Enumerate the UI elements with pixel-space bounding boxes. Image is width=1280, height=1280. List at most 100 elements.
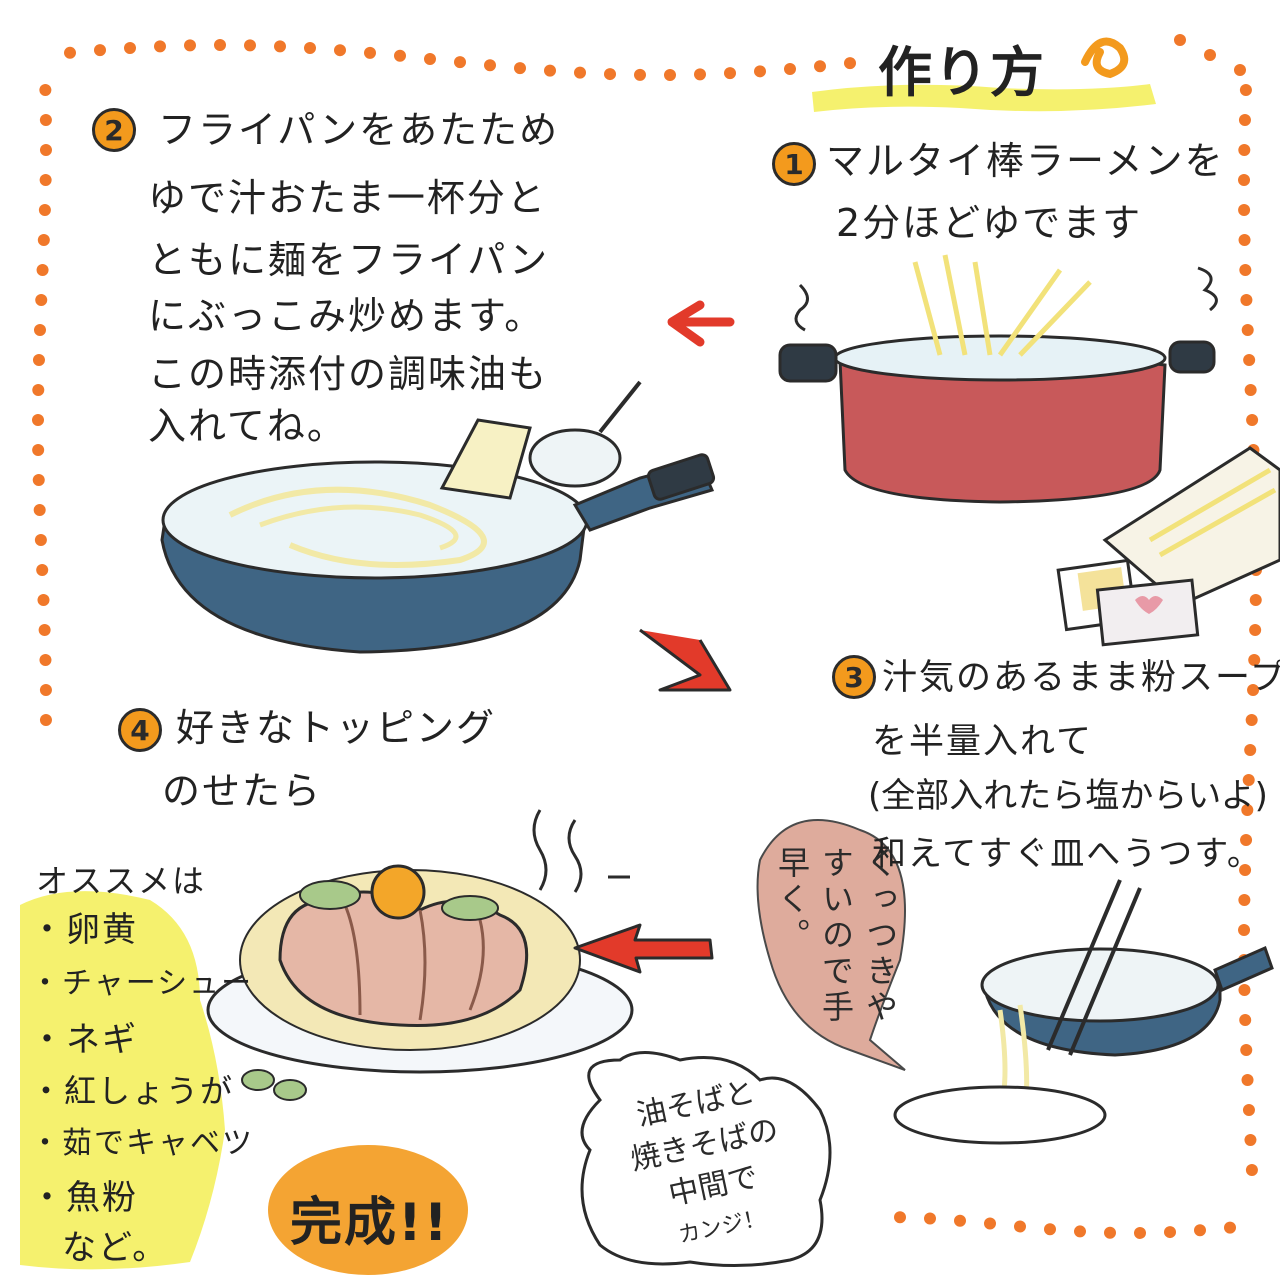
border-dot xyxy=(1241,804,1254,816)
border-dot xyxy=(38,624,51,636)
recommend-item: ・茹でキャベツ xyxy=(30,1126,254,1161)
border-dot xyxy=(32,354,45,366)
step-4-line-2: のせたら xyxy=(162,769,323,813)
border-dot xyxy=(1164,1226,1176,1239)
border-dot xyxy=(1239,264,1252,276)
arrow-icon xyxy=(667,300,735,347)
border-dot xyxy=(37,234,50,246)
border-dot xyxy=(274,40,286,53)
border-dot xyxy=(1244,744,1257,756)
border-dot xyxy=(1134,1226,1146,1239)
border-dot xyxy=(984,1217,996,1230)
border-dot xyxy=(154,40,166,53)
border-dot xyxy=(574,66,586,79)
border-dot xyxy=(1242,774,1255,786)
frying-pan-icon xyxy=(160,380,716,654)
border-dot xyxy=(94,44,106,57)
title-highlight xyxy=(812,84,1156,112)
border-dot xyxy=(1044,1223,1056,1236)
border-dot xyxy=(1238,144,1251,156)
step-2-line-5: この時添付の調味油も xyxy=(148,352,549,396)
step-2-line-3: ともに麺をフライパン xyxy=(148,238,550,282)
border-dot xyxy=(39,174,52,186)
border-dot xyxy=(894,1211,906,1224)
step-1-line-2: 2分ほどゆでます xyxy=(836,201,1143,245)
border-dot xyxy=(39,144,52,156)
step-3-line-3: (全部入れたら塩からいよ) xyxy=(868,776,1268,816)
border-dot xyxy=(1249,594,1262,606)
recommend-item: ・紅しょうが xyxy=(30,1072,235,1110)
border-dot xyxy=(39,684,52,696)
border-dot xyxy=(1245,1164,1258,1176)
step-2-line-6: 入れてね。 xyxy=(148,404,347,448)
border-dot xyxy=(1240,294,1253,306)
border-dot xyxy=(1238,174,1251,186)
border-dot xyxy=(784,62,796,75)
border-dot xyxy=(39,84,52,96)
border-dot xyxy=(1174,34,1186,46)
border-dot xyxy=(32,384,45,396)
border-dot xyxy=(64,46,76,59)
border-dot xyxy=(924,1212,936,1225)
border-dot xyxy=(36,564,49,576)
border-dot xyxy=(39,714,52,726)
border-dot xyxy=(1247,684,1260,696)
border-dot xyxy=(39,654,52,666)
border-dot xyxy=(1244,384,1257,396)
border-dot xyxy=(34,534,47,546)
dotted-border xyxy=(32,34,1262,1239)
border-dot xyxy=(334,44,346,57)
recommend-item: ・チャーシュー xyxy=(30,966,254,1001)
recommend-heading: オススメは xyxy=(36,862,207,900)
border-dot xyxy=(1239,84,1252,96)
border-dot xyxy=(1238,114,1251,126)
step-2-line-1: フライパンをあたため xyxy=(158,108,560,152)
border-dot xyxy=(454,56,466,69)
border-dot xyxy=(954,1214,966,1227)
page-title: 作り方 xyxy=(878,41,1046,104)
border-dot xyxy=(39,114,52,126)
border-dot xyxy=(1194,1224,1206,1237)
recommend-item: ・ネギ xyxy=(30,1020,138,1060)
border-dot xyxy=(484,59,496,72)
hint-line-2: ので手早く。 xyxy=(773,846,855,1026)
border-dot xyxy=(1014,1220,1026,1233)
step-3-line-2: を半量入れて xyxy=(872,722,1093,762)
step-2-number: 2 xyxy=(92,108,136,152)
border-dot xyxy=(1204,49,1216,61)
title-swirl xyxy=(1081,37,1129,79)
border-dot xyxy=(1238,924,1251,936)
recommend-item: ・魚粉 xyxy=(30,1178,138,1218)
border-dot xyxy=(32,414,45,426)
border-dot xyxy=(1238,984,1251,996)
step-3-line-4: 和えてすぐ皿へうつす。 xyxy=(872,834,1263,874)
border-dot xyxy=(1249,624,1262,636)
finish-label: 完成!! xyxy=(290,1193,450,1253)
border-dot xyxy=(304,41,316,54)
border-dot xyxy=(514,62,526,75)
border-dot xyxy=(1238,234,1251,246)
border-dot xyxy=(754,65,766,78)
finish-blob xyxy=(268,1145,468,1275)
border-dot xyxy=(1104,1226,1116,1239)
step-2-line-2: ゆで汁おたま一杯分と xyxy=(148,176,547,220)
border-dot xyxy=(1242,1104,1255,1116)
border-dot xyxy=(844,57,856,70)
border-dot xyxy=(33,504,46,516)
hint-line-1: くっつきやすい xyxy=(817,846,899,1026)
recommend-item: ・卵黄 xyxy=(30,910,138,950)
recommend-highlight xyxy=(20,891,225,1270)
arrow-icon xyxy=(639,628,732,692)
step-4-number: 4 xyxy=(118,708,162,752)
hint-bubble-text: くっつきやすいので手早く。 xyxy=(770,846,902,1046)
border-dot xyxy=(1241,324,1254,336)
border-dot xyxy=(724,67,736,80)
border-dot xyxy=(32,444,45,456)
border-dot xyxy=(36,264,49,276)
border-dot xyxy=(634,68,646,81)
step-3-number: 3 xyxy=(832,655,876,699)
border-dot xyxy=(214,39,226,52)
oil-soba-bubble-shape xyxy=(580,1051,832,1268)
border-dot xyxy=(1234,64,1246,76)
